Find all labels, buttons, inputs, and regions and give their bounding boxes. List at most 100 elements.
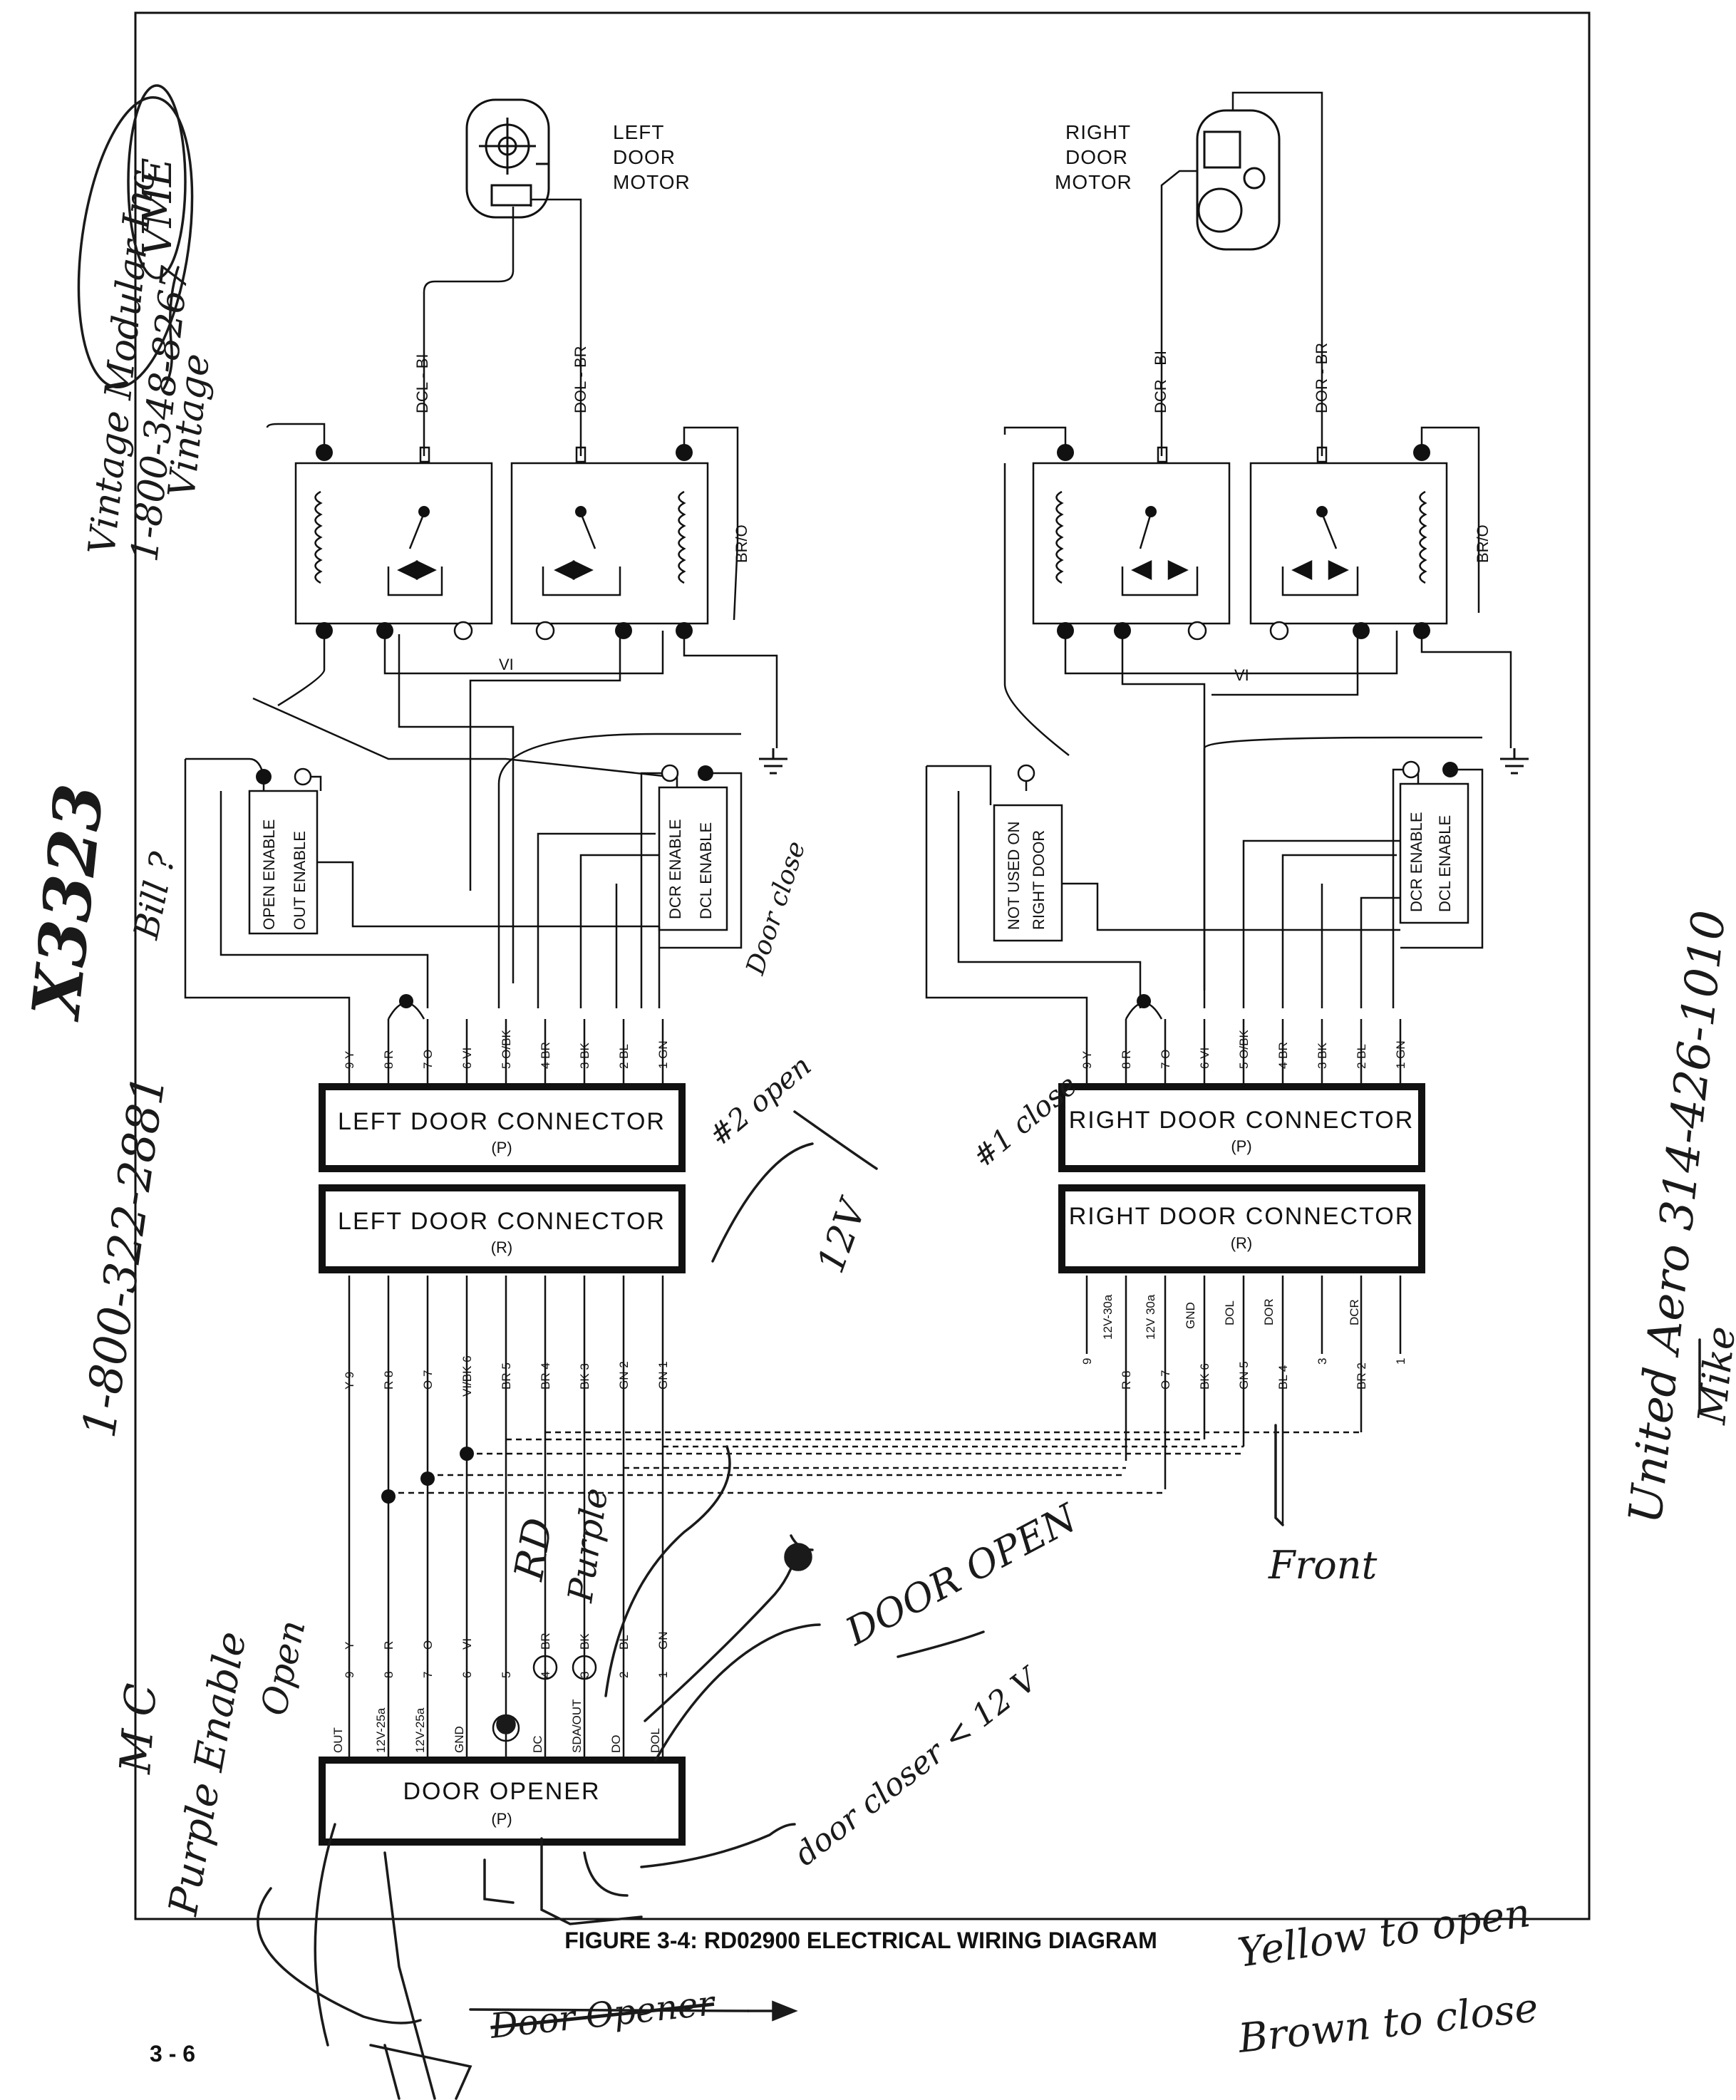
right-bottom-pin: R 8 <box>1120 1371 1133 1390</box>
door-opener-connector: DOOR OPENER (P) <box>319 1757 686 1846</box>
left-connector-bottom-wires <box>348 1276 664 1760</box>
right-bottom-pin: BL 4 <box>1276 1365 1290 1390</box>
right-top-pin: 2 BL <box>1355 1044 1368 1069</box>
right-bottom-func: DCR <box>1348 1299 1361 1325</box>
hand-part-number: X3323 <box>17 780 118 1024</box>
opener-color: O <box>421 1640 435 1650</box>
right-connector-r-sub: (R) <box>1231 1234 1253 1252</box>
opener-num: 8 <box>382 1672 396 1678</box>
right-top-pin-labels: 9 Y 8 R 7 O 6 VI 5 O/BK 4 BR 3 BK 2 BL 1… <box>1080 1030 1407 1069</box>
opener-color: BL <box>617 1635 631 1650</box>
right-bottom-func: GND <box>1184 1302 1197 1329</box>
motor-wires <box>423 91 1323 456</box>
right-bottom-pin: BR 2 <box>1355 1362 1368 1390</box>
left-enable-modules <box>184 697 743 1019</box>
opener-func: SDA/OUT <box>570 1699 584 1753</box>
opener-pin-labels: Y R O VI BR BK BL GN 9 8 7 6 5 4 3 2 1 O… <box>331 1632 670 1754</box>
left-bottom-pin: R 8 <box>382 1371 396 1390</box>
left-door-motor <box>465 98 550 219</box>
opener-func: 12V-25a <box>413 1707 427 1753</box>
left-bottom-pin: GN 1 <box>656 1361 670 1390</box>
figure-caption-text: FIGURE 3-4: RD02900 ELECTRICAL WIRING DI… <box>564 1928 1157 1953</box>
opener-num: 6 <box>460 1672 474 1678</box>
right-bottom-pin: GN 5 <box>1237 1361 1251 1390</box>
left-door-connector-r: LEFT DOOR CONNECTOR (R) <box>319 1184 686 1273</box>
right-bro-label: BR/O <box>1474 524 1492 563</box>
door-opener-sub: (P) <box>491 1810 512 1828</box>
hand-left-conn-note: #2 open <box>703 1050 817 1153</box>
right-relays <box>1003 426 1512 990</box>
opener-func: OUT <box>331 1727 345 1753</box>
right-top-pin: 8 R <box>1120 1050 1133 1069</box>
right-bottom-func: 12V 30a <box>1144 1294 1157 1340</box>
left-motor-label-2: DOOR <box>613 146 676 168</box>
left-top-pin: 6 VI <box>460 1048 474 1069</box>
hand-mike: Mike <box>1689 1324 1736 1427</box>
left-top-pin: 4 BR <box>539 1042 552 1069</box>
left-bottom-pin: GN 2 <box>617 1361 631 1390</box>
left-open-enable-label-1: OPEN ENABLE <box>260 819 278 930</box>
opener-func: 12V-25a <box>374 1707 388 1753</box>
hand-brown-close: Brown to close <box>1236 1985 1541 2062</box>
opener-func: GND <box>453 1726 466 1753</box>
hand-door-opener-struck: Door Opener <box>487 1983 718 2047</box>
right-bottom-func: DOL <box>1223 1300 1236 1325</box>
figure-caption: FIGURE 3-4: RD02900 ELECTRICAL WIRING DI… <box>0 1928 1736 1954</box>
hand-vme: VME <box>135 157 181 257</box>
hand-phone-left: 1-800-322-2881 <box>73 1072 177 1441</box>
hand-close-note: Door close <box>740 838 811 979</box>
right-enable-modules <box>925 736 1484 1019</box>
opener-func: DO <box>609 1735 623 1754</box>
left-door-connector-p: LEFT DOOR CONNECTOR (P) <box>319 1083 686 1172</box>
left-connector-p-title: LEFT DOOR CONNECTOR <box>338 1108 666 1135</box>
right-enable-open-terminals <box>1017 760 1420 782</box>
right-bottom-pin: 1 <box>1394 1358 1407 1365</box>
right-connector-bottom-wires <box>1085 1276 1402 1525</box>
left-relay-open-terminals <box>453 621 555 641</box>
opener-func: DC <box>531 1735 544 1753</box>
left-enable-terminals <box>256 765 713 785</box>
diagram-frame <box>134 11 1591 1920</box>
right-door-connector-r: RIGHT DOOR CONNECTOR (R) <box>1058 1184 1425 1273</box>
right-connector-p-title: RIGHT DOOR CONNECTOR <box>1069 1107 1415 1134</box>
left-relay-terminals <box>316 444 693 639</box>
opener-color: GN <box>656 1632 670 1650</box>
right-bottom-func: DOR <box>1262 1298 1276 1325</box>
hand-united-aero: United Aero 314-426-1010 <box>1619 908 1736 1526</box>
left-bottom-pin: BR 4 <box>539 1362 552 1390</box>
left-bottom-pin: VI/BK 6 <box>460 1355 474 1397</box>
right-bottom-pin-labels: 9 R 8 O 7 BK 6 GN 5 BL 4 3 BR 2 1 <box>1080 1358 1407 1390</box>
left-connector-p-sub: (P) <box>491 1139 512 1157</box>
right-top-pin: 4 BR <box>1276 1042 1290 1069</box>
left-connector-top-wires <box>348 1002 664 1083</box>
right-connector-r-title: RIGHT DOOR CONNECTOR <box>1069 1203 1415 1230</box>
left-bottom-pin: BK 3 <box>578 1363 591 1390</box>
right-top-pin: 5 O/BK <box>1237 1030 1251 1069</box>
right-top-pin: 6 VI <box>1198 1048 1211 1069</box>
opener-num: 4 <box>539 1672 552 1678</box>
wire-dol-br: DOL - BR <box>572 346 589 413</box>
hand-purple-enable: Purple Enable <box>160 1628 256 1920</box>
right-motor-label-3: MOTOR <box>1055 171 1132 193</box>
wire-dcl-bi: DCL - BI <box>413 353 431 413</box>
right-door-connector-p: RIGHT DOOR CONNECTOR (P) <box>1058 1083 1425 1172</box>
right-bottom-pin: BK 6 <box>1198 1363 1211 1390</box>
left-close-enable-label-1: DCR ENABLE <box>666 819 684 919</box>
right-relay-open-terminals <box>1187 621 1289 641</box>
hand-front: Front <box>1268 1543 1378 1588</box>
left-top-pin: 2 BL <box>617 1044 631 1069</box>
junction-dots <box>381 1447 474 1504</box>
right-relay-terminals <box>1057 444 1430 639</box>
left-top-pin-labels: 9 Y 8 R 7 O 6 VI 5 O/BK 4 BR 3 BK 2 BL 1… <box>343 1030 670 1069</box>
right-motor-label-2: DOOR <box>1065 146 1128 168</box>
hand-mc: M C <box>110 1682 167 1776</box>
left-connector-r-sub: (R) <box>491 1238 513 1256</box>
opener-func: DOL <box>649 1728 662 1753</box>
left-bottom-pin: Y 9 <box>343 1372 356 1390</box>
right-unused-label-2: RIGHT DOOR <box>1030 830 1048 930</box>
opener-num: 1 <box>656 1672 670 1678</box>
right-bottom-function-labels: 12V-30a 12V 30a GND DOL DOR DCR <box>1101 1294 1361 1340</box>
wire-dcr-bi: DCR - BI <box>1152 351 1169 413</box>
opener-color: Y <box>343 1642 356 1650</box>
